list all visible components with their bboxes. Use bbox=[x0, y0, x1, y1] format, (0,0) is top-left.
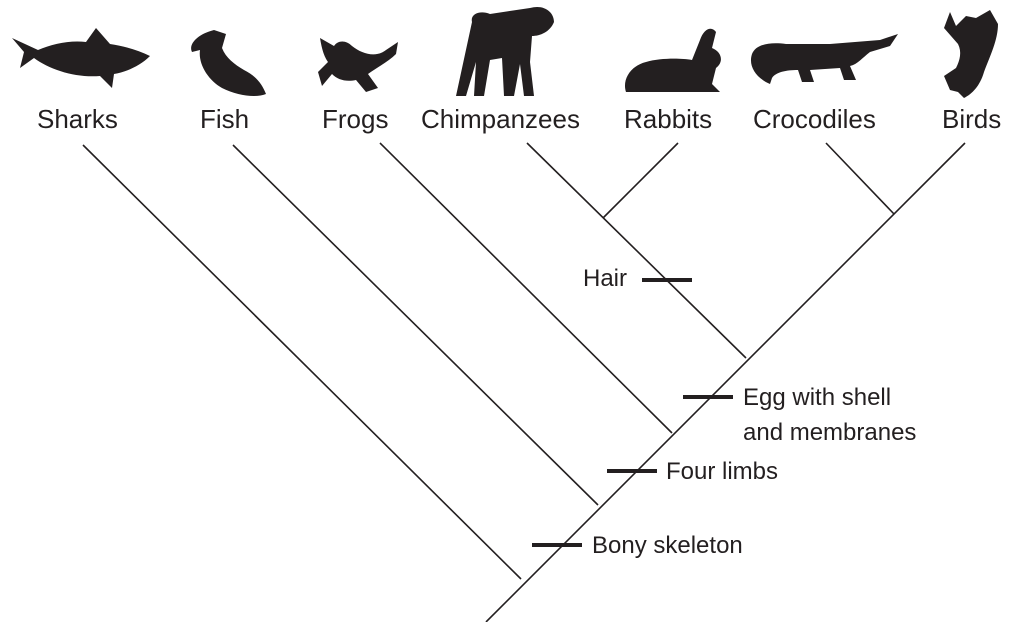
branch-frogs bbox=[380, 143, 672, 433]
shark-icon bbox=[12, 28, 150, 88]
branch-chimpanzees bbox=[527, 143, 746, 358]
trait-four-limbs-label: Four limbs bbox=[666, 457, 778, 487]
trait-egg-line2-label: and membranes bbox=[743, 418, 916, 448]
taxon-sharks-label: Sharks bbox=[37, 104, 118, 134]
taxon-birds-label: Birds bbox=[942, 104, 1001, 134]
taxon-rabbits-label: Rabbits bbox=[624, 104, 712, 134]
trait-bony-skeleton-label: Bony skeleton bbox=[592, 531, 743, 561]
taxon-chimpanzees-label: Chimpanzees bbox=[421, 104, 580, 134]
branch-rabbits bbox=[603, 143, 678, 218]
rabbit-icon bbox=[625, 29, 721, 92]
fish-icon bbox=[191, 30, 266, 96]
chimpanzee-icon bbox=[456, 7, 554, 96]
trait-hair-label: Hair bbox=[583, 264, 627, 294]
taxon-fish-label: Fish bbox=[200, 104, 249, 134]
taxon-crocodiles-label: Crocodiles bbox=[753, 104, 876, 134]
crocodile-icon bbox=[751, 34, 898, 84]
bird-icon bbox=[944, 10, 998, 98]
taxon-frogs-label: Frogs bbox=[322, 104, 388, 134]
branch-fish bbox=[233, 145, 598, 505]
frog-icon bbox=[318, 38, 398, 92]
trait-markers bbox=[532, 280, 733, 545]
branch-crocodiles bbox=[826, 143, 894, 214]
trait-egg-line1-label: Egg with shell bbox=[743, 383, 891, 413]
animal-silhouettes bbox=[12, 7, 998, 98]
branch-sharks bbox=[83, 145, 521, 579]
